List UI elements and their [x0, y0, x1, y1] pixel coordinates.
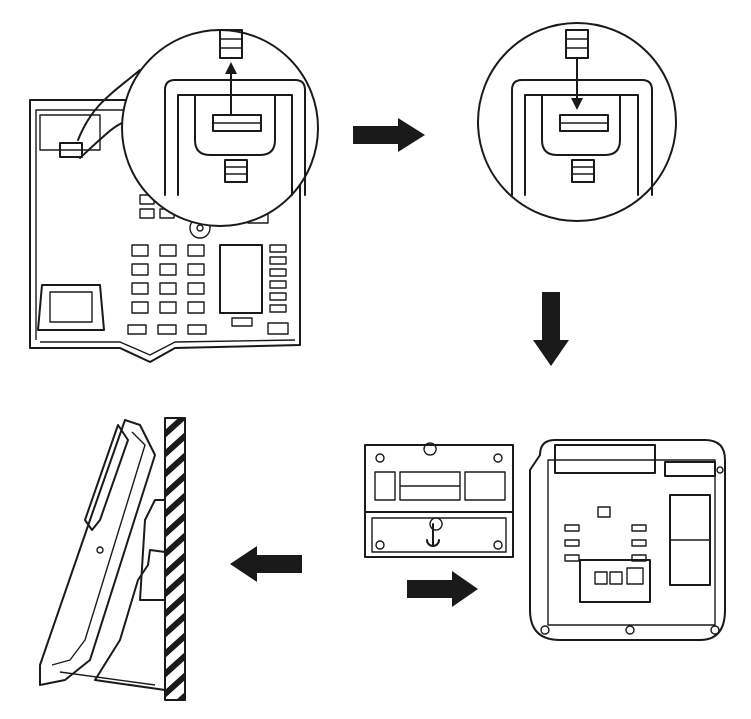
wall-mount-bracket [364, 442, 514, 558]
arrow-down [533, 292, 569, 366]
phone-side-mounted [39, 419, 166, 691]
arrow-right-1 [353, 118, 425, 152]
desk-phone-front-view [29, 99, 301, 363]
keypad [127, 244, 289, 335]
hook-detail-zoom-push-in [477, 22, 677, 222]
arrow-right-2 [407, 571, 478, 607]
hook-detail-zoom-pull-out [121, 29, 319, 227]
arrow-left [230, 546, 302, 582]
desk-phone-back-view [529, 439, 726, 641]
wall-hatched [164, 417, 186, 701]
line-keys [269, 244, 287, 313]
